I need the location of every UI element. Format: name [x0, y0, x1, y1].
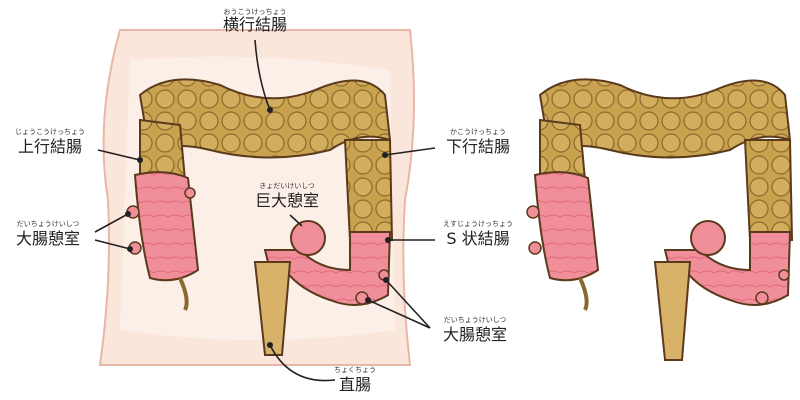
leader-ascending [97, 149, 141, 161]
label-diverticulum-left: だいちょうけいしつ 大腸憩室 [16, 220, 80, 248]
leader-descending [384, 147, 436, 156]
text-sigmoid: S 状結腸 [446, 229, 509, 248]
ruby-sigmoid: えすじょうけっちょう [443, 220, 513, 228]
label-giant: きょだいけいしつ 巨大憩室 [255, 182, 319, 210]
appendix-right [578, 277, 589, 311]
ruby-diverticulum-right: だいちょうけいしつ [444, 316, 507, 324]
colon-left [126, 78, 394, 356]
colon-right [526, 78, 794, 361]
descending-colon-right [743, 139, 794, 241]
diverticulum-dot [184, 187, 196, 199]
label-diverticulum-right: だいちょうけいしつ 大腸憩室 [443, 316, 507, 344]
diverticulum-dot [526, 205, 540, 219]
leader-diverticulum-right-a [367, 299, 431, 329]
text-descending: 下行結腸 [446, 137, 510, 156]
text-rectum: 直腸 [339, 375, 371, 394]
text-transverse: 横行結腸 [223, 15, 287, 34]
leader-giant [289, 214, 303, 227]
giant-diverticulum-right [690, 220, 726, 256]
appendix-left [178, 277, 189, 311]
ruby-transverse: おうこうけっちょう [224, 8, 287, 16]
label-ascending: じょうこうけっちょう 上行結腸 [15, 128, 85, 156]
leader-transverse [254, 39, 271, 111]
giant-diverticulum-left [290, 220, 326, 256]
leader-diverticulum-left-a [94, 213, 129, 233]
leader-diverticulum-left-b [94, 239, 131, 250]
text-ascending: 上行結腸 [18, 137, 82, 156]
text-giant: 巨大憩室 [255, 191, 319, 210]
ruby-ascending: じょうこうけっちょう [15, 128, 85, 136]
leader-diverticulum-right-b [385, 279, 431, 329]
ascending-inflamed-right [533, 171, 600, 282]
leader-lines [94, 39, 436, 382]
diverticulum-dot [778, 269, 790, 281]
ascending-inflamed-left [133, 171, 200, 282]
rectum-right [653, 261, 692, 361]
ruby-diverticulum-left: だいちょうけいしつ [17, 220, 80, 228]
ruby-giant: きょだいけいしつ [259, 182, 315, 190]
text-diverticulum-right: 大腸憩室 [443, 325, 507, 344]
diverticulum-dot [755, 291, 769, 305]
text-diverticulum-left: 大腸憩室 [16, 229, 80, 248]
rectum-left [253, 261, 292, 356]
ruby-descending: かこうけっちょう [450, 128, 506, 136]
label-descending: かこうけっちょう 下行結腸 [446, 128, 510, 156]
label-transverse: おうこうけっちょう 横行結腸 [223, 8, 287, 34]
label-sigmoid: えすじょうけっちょう S 状結腸 [443, 220, 513, 248]
leader-rectum [269, 344, 336, 382]
label-rectum: ちょくちょう 直腸 [334, 366, 376, 394]
ruby-rectum: ちょくちょう [334, 366, 376, 374]
leader-dots [125, 107, 391, 348]
diverticulum-dot [528, 241, 542, 255]
